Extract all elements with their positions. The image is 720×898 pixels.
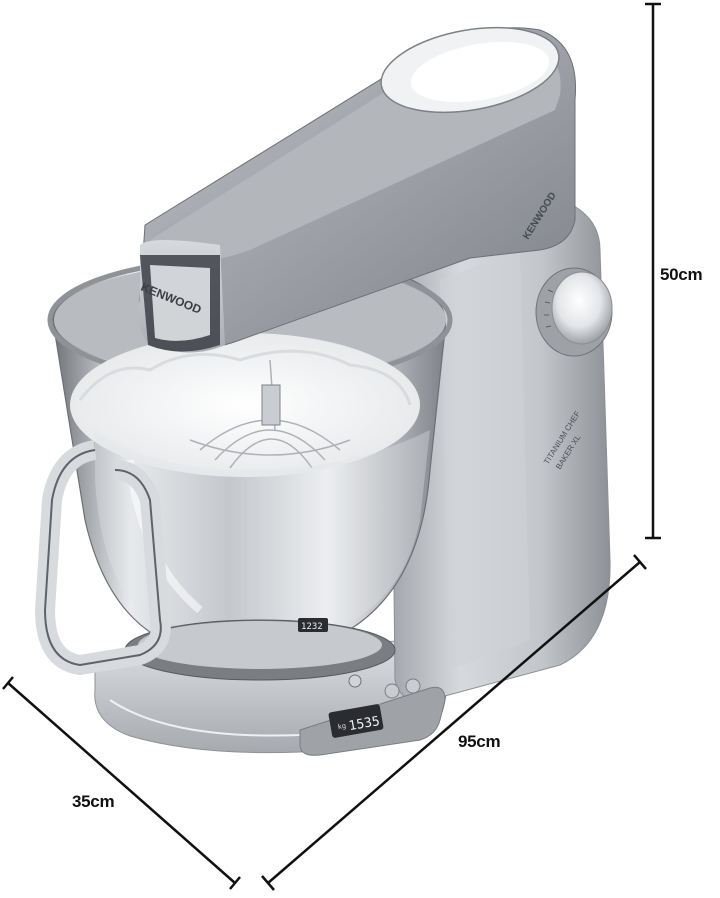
scale-display [328,704,384,738]
depth-dimension-label: 35cm [72,792,115,811]
scale-display-value: 1535 [348,714,381,734]
touch-button-2[interactable] [405,678,421,694]
depth-dimension-line [2,676,241,890]
power-button[interactable] [348,674,362,688]
width-dimension-line [261,554,647,891]
bowl-display-value: 1232 [301,622,323,632]
whipped-cream [70,333,420,477]
width-dimension-label: 95cm [458,732,501,751]
touch-button-1[interactable] [384,683,400,699]
scale-display-unit: kg [337,722,347,731]
height-dimension-label: 50cm [660,265,703,284]
bowl-display [298,618,328,632]
height-dimension-line [645,2,661,540]
